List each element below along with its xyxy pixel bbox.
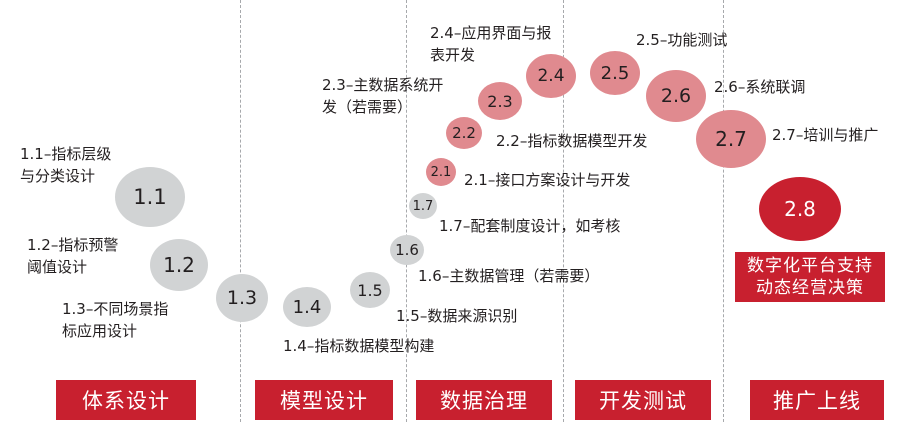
step-label-1-2: 1.2–指标预警 阈值设计: [27, 236, 119, 276]
phase-divider: [406, 0, 407, 422]
step-circle-2-1: 2.1: [426, 158, 456, 186]
phase-divider: [240, 0, 241, 422]
step-circle-2-8: 2.8: [759, 177, 841, 241]
step-circle-2-7: 2.7: [696, 110, 766, 168]
step-circle-1-5: 1.5: [350, 272, 390, 308]
step-id: 2.8: [784, 197, 816, 221]
step-id: 1.6: [395, 241, 419, 259]
step-id: 2.6: [660, 85, 692, 107]
step-label-2-2: 2.2–指标数据模型开发: [496, 132, 648, 150]
step-circle-2-5: 2.5: [590, 51, 640, 95]
phase-divider: [723, 0, 724, 422]
step-id: 1.5: [357, 280, 383, 300]
step-id: 1.4: [292, 296, 322, 318]
step-circle-2-2: 2.2: [446, 117, 482, 149]
step-id: 2.3: [487, 91, 513, 111]
step-circle-1-3: 1.3: [216, 274, 268, 322]
step-id: 2.5: [600, 62, 630, 84]
step-circle-2-4: 2.4: [526, 54, 576, 98]
step-label-1-3: 1.3–不同场景指 标应用设计: [62, 300, 169, 340]
step-label-1-6: 1.6–主数据管理（若需要）: [418, 267, 600, 285]
step-circle-1-1: 1.1: [115, 167, 185, 227]
step-id: 2.7: [715, 127, 747, 151]
step-label-2-3: 2.3–主数据系统开 发（若需要）: [322, 76, 444, 116]
step-circle-2-3: 2.3: [478, 82, 522, 120]
step-id: 2.4: [537, 66, 565, 86]
goal-line: 动态经营决策: [756, 278, 864, 298]
phase-divider: [563, 0, 564, 422]
step-circle-1-4: 1.4: [283, 287, 331, 327]
phase-model-design: 模型设计: [255, 380, 393, 420]
step-label-2-6: 2.6–系统联调: [714, 78, 806, 96]
step-id: 1.7: [412, 198, 434, 214]
step-label-1-7: 1.7–配套制度设计，如考核: [439, 217, 621, 235]
step-id: 2.1: [430, 164, 452, 180]
step-label-2-7: 2.7–培训与推广: [772, 126, 879, 144]
goal-line: 数字化平台支持: [747, 256, 873, 276]
step-label-2-5: 2.5–功能测试: [636, 31, 728, 49]
step-circle-1-7: 1.7: [409, 193, 437, 219]
step-id: 1.1: [133, 185, 167, 209]
phase-dev-test: 开发测试: [575, 380, 711, 420]
step-circle-1-6: 1.6: [390, 235, 424, 265]
phase-rollout: 推广上线: [750, 380, 884, 420]
step-circle-1-2: 1.2: [150, 239, 208, 291]
step-id: 1.2: [163, 253, 195, 277]
goal-box: 数字化平台支持 动态经营决策: [735, 252, 885, 302]
step-id: 2.2: [452, 124, 476, 142]
step-label-2-4: 2.4–应用界面与报 表开发: [430, 24, 552, 64]
step-circle-2-6: 2.6: [646, 70, 706, 122]
step-label-1-1: 1.1–指标层级 与分类设计: [20, 145, 112, 185]
step-label-2-1: 2.1–接口方案设计与开发: [464, 171, 631, 189]
step-id: 1.3: [226, 287, 258, 309]
phase-data-governance: 数据治理: [416, 380, 552, 420]
phase-system-design: 体系设计: [56, 380, 196, 420]
step-label-1-5: 1.5–数据来源识别: [396, 307, 518, 325]
step-label-1-4: 1.4–指标数据模型构建: [283, 337, 435, 355]
